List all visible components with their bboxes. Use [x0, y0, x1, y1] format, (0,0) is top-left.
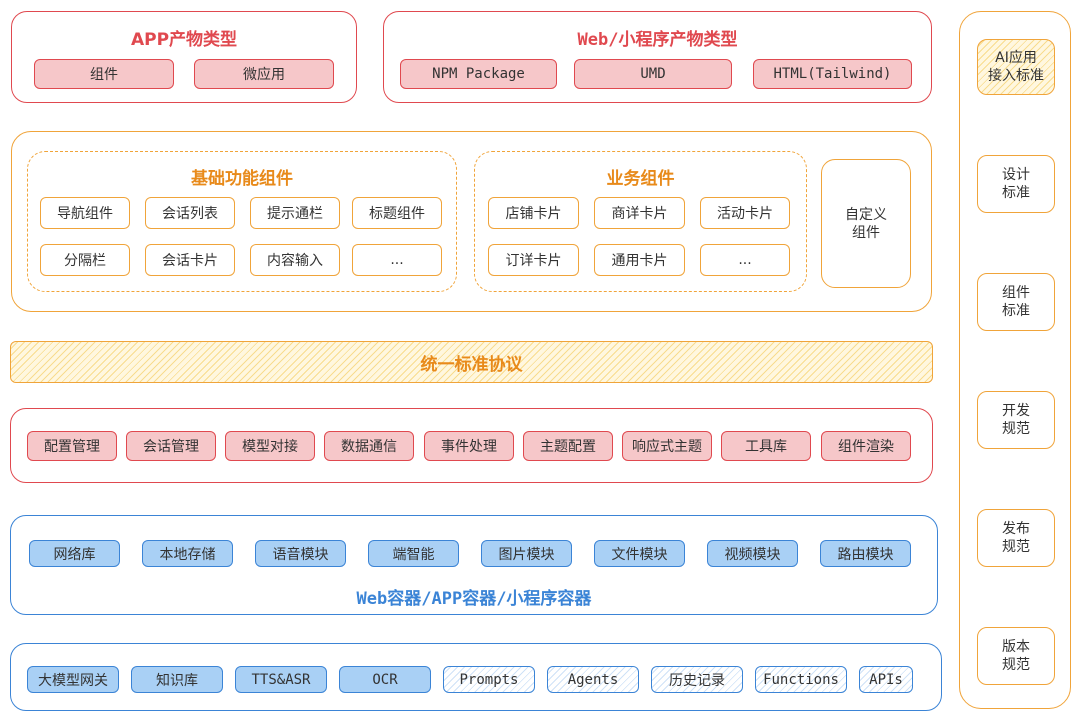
standard-line2: 标准	[1002, 185, 1030, 201]
basic-components-title: 基础功能组件	[191, 169, 293, 189]
service-item-hatched: APIs	[859, 666, 913, 693]
standard-development: 开发 规范	[977, 391, 1055, 449]
business-item: 店铺卡片	[488, 197, 579, 229]
app-types-panel	[11, 11, 357, 103]
app-types-title: APP产物类型	[130, 30, 238, 50]
web-type-umd: UMD	[574, 59, 732, 89]
basic-item: 内容输入	[250, 244, 340, 276]
standard-line1: 设计	[1002, 167, 1030, 183]
container-item: 语音模块	[255, 540, 346, 567]
container-item: 本地存储	[142, 540, 233, 567]
standard-release: 发布 规范	[977, 509, 1055, 567]
standard-line2: 规范	[1002, 657, 1030, 673]
standard-protocol-bar: 统一标准协议	[10, 341, 933, 383]
container-item: 视频模块	[707, 540, 798, 567]
standards-column	[959, 11, 1071, 709]
containers-title: Web容器/APP容器/小程序容器	[356, 589, 592, 609]
components-panel	[11, 131, 932, 312]
service-item-hatched: Agents	[547, 666, 639, 693]
business-item-more: ...	[700, 244, 790, 276]
standard-line1: 发布	[1002, 521, 1030, 537]
standard-line1: 开发	[1002, 403, 1030, 419]
standard-design: 设计 标准	[977, 155, 1055, 213]
feature-item: 模型对接	[225, 431, 315, 461]
business-item: 商详卡片	[594, 197, 685, 229]
feature-item: 会话管理	[126, 431, 216, 461]
service-item-hatched: Prompts	[443, 666, 535, 693]
web-types-title: Web/小程序产物类型	[577, 30, 738, 50]
standard-ai-access: AI应用 接入标准	[977, 39, 1055, 95]
basic-item: 提示通栏	[250, 197, 340, 229]
web-type-npm: NPM Package	[400, 59, 557, 89]
basic-item: 会话卡片	[145, 244, 235, 276]
basic-item: 会话列表	[145, 197, 235, 229]
container-item: 图片模块	[481, 540, 572, 567]
container-item: 端智能	[368, 540, 459, 567]
business-components-title: 业务组件	[606, 169, 675, 189]
feature-item: 数据通信	[324, 431, 414, 461]
feature-item: 组件渲染	[821, 431, 911, 461]
standard-line1: AI应用	[995, 50, 1037, 66]
feature-item: 工具库	[721, 431, 811, 461]
standard-line1: 版本	[1002, 639, 1030, 655]
feature-item: 配置管理	[27, 431, 117, 461]
feature-item: 响应式主题	[622, 431, 712, 461]
standard-line2: 标准	[1002, 303, 1030, 319]
services-panel	[10, 643, 942, 711]
custom-component-box: 自定义 组件	[821, 159, 911, 288]
containers-panel	[10, 515, 938, 615]
basic-item: 分隔栏	[40, 244, 130, 276]
basic-item: 导航组件	[40, 197, 130, 229]
standard-line1: 组件	[1002, 285, 1030, 301]
business-item: 活动卡片	[700, 197, 790, 229]
custom-component-line2: 组件	[852, 224, 880, 241]
web-type-html: HTML(Tailwind)	[753, 59, 912, 89]
business-item: 通用卡片	[594, 244, 685, 276]
container-item: 文件模块	[594, 540, 685, 567]
app-type-component: 组件	[34, 59, 174, 89]
features-panel	[10, 408, 933, 483]
business-item: 订详卡片	[488, 244, 579, 276]
custom-component-line1: 自定义	[845, 206, 887, 223]
container-item: 路由模块	[820, 540, 911, 567]
app-type-micro-app: 微应用	[194, 59, 334, 89]
feature-item: 主题配置	[523, 431, 613, 461]
standard-line2: 接入标准	[988, 68, 1044, 84]
basic-item: 标题组件	[352, 197, 442, 229]
service-item: TTS&ASR	[235, 666, 327, 693]
service-item-hatched: Functions	[755, 666, 847, 693]
basic-item-more: ...	[352, 244, 442, 276]
feature-item: 事件处理	[424, 431, 514, 461]
standard-line2: 规范	[1002, 421, 1030, 437]
business-components-group	[474, 151, 807, 292]
basic-components-group	[27, 151, 457, 292]
service-item-hatched: 历史记录	[651, 666, 743, 693]
service-item: 知识库	[131, 666, 223, 693]
standard-component: 组件 标准	[977, 273, 1055, 331]
web-types-panel	[383, 11, 932, 103]
service-item: OCR	[339, 666, 431, 693]
service-item: 大模型网关	[27, 666, 119, 693]
standard-version: 版本 规范	[977, 627, 1055, 685]
standard-line2: 规范	[1002, 539, 1030, 555]
container-item: 网络库	[29, 540, 120, 567]
